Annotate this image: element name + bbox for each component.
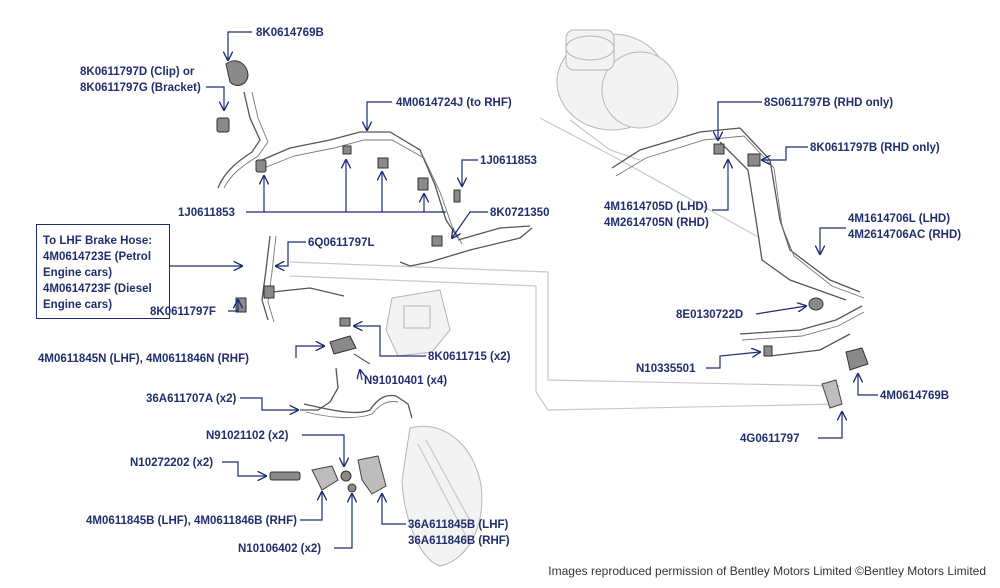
copyright-footer: Images reproduced permission of Bentley … xyxy=(548,564,986,578)
grommet-4M0614769B xyxy=(845,347,869,371)
bracket-4M0611845N xyxy=(329,335,357,355)
clip-6Q0611797L xyxy=(263,285,275,299)
clip-c xyxy=(377,157,389,169)
abs-unit-illustration xyxy=(385,289,451,357)
note-line: Engine cars) xyxy=(43,299,113,311)
lhf-brake-hose-note: To LHF Brake Hose: 4M0614723E (Petrol En… xyxy=(36,224,170,319)
clip-8K0611715 xyxy=(339,317,351,327)
label-4M1614706L: 4M1614706L (LHD) xyxy=(848,213,950,225)
label-4M2614705N: 4M2614705N (RHD) xyxy=(604,217,709,229)
label-N10106402: N10106402 (x2) xyxy=(238,543,321,555)
note-line: 4M0614723F (Diesel xyxy=(43,283,152,295)
brake-pipes-left xyxy=(217,91,533,419)
nut-N10106402 xyxy=(347,483,357,493)
bracket-4G0611797 xyxy=(821,379,843,409)
label-4G0611797: 4G0611797 xyxy=(740,433,799,445)
label-8E0130722D: 8E0130722D xyxy=(676,309,743,321)
label-36A611846B: 36A611846B (RHF) xyxy=(408,535,510,547)
bracket-36A611845B xyxy=(357,455,387,495)
note-line: 4M0614723E (Petrol xyxy=(43,251,152,263)
screw-N91010401 xyxy=(353,353,371,365)
label-1J0611853-right: 1J0611853 xyxy=(480,155,537,167)
label-8K0614769B: 8K0614769B xyxy=(256,27,324,39)
chassis-outline xyxy=(289,117,841,411)
label-4M1614705D: 4M1614705D (LHD) xyxy=(604,201,708,213)
label-8K0611715: 8K0611715 (x2) xyxy=(428,351,511,363)
label-4M0611845B: 4M0611845B (LHF), 4M0611846B (RHF) xyxy=(86,515,297,527)
clip-8S0611797B xyxy=(713,143,725,155)
label-8K0611797B: 8K0611797B (RHD only) xyxy=(810,142,940,154)
clip-b xyxy=(342,145,352,155)
brake-caliper-illustration xyxy=(401,425,483,567)
clip-8K0611797D xyxy=(216,117,230,133)
label-36A611707A: 36A611707A (x2) xyxy=(146,393,237,405)
clip-8E0130722D xyxy=(808,297,824,311)
label-6Q0611797L: 6Q0611797L xyxy=(308,237,375,249)
label-8K0611797F: 8K0611797F xyxy=(150,306,216,318)
label-8K0611797D: 8K0611797D (Clip) or xyxy=(80,66,195,78)
note-line: To LHF Brake Hose: xyxy=(43,235,153,247)
label-N10272202: N10272202 (x2) xyxy=(130,457,213,469)
bolt-N10272202 xyxy=(269,471,301,481)
note-line: Engine cars) xyxy=(43,267,113,279)
label-4M0614724J: 4M0614724J (to RHF) xyxy=(396,97,512,109)
small-parts xyxy=(216,60,869,495)
clip-N10335501 xyxy=(763,345,773,357)
leader-lines xyxy=(170,31,878,549)
brake-servo-illustration xyxy=(556,29,679,161)
grommet-8K0614769B xyxy=(225,60,249,86)
label-8S0611797B: 8S0611797B (RHD only) xyxy=(764,97,893,109)
label-N91010401: N91010401 (x4) xyxy=(364,375,447,387)
label-8K0611797G: 8K0611797G (Bracket) xyxy=(80,82,201,94)
brake-pipes-right xyxy=(611,127,865,357)
part-labels: 8K0614769B 8K0611797D (Clip) or 8K061179… xyxy=(38,27,961,555)
bracket-4M0611845B xyxy=(311,465,339,491)
clip-8K0611797B xyxy=(747,153,761,167)
nut-N91021102 xyxy=(340,470,352,482)
label-36A611845B: 36A611845B (LHF) xyxy=(408,519,509,531)
clip-a xyxy=(255,159,267,173)
clip-d xyxy=(417,177,429,191)
label-N91021102: N91021102 (x2) xyxy=(206,430,289,442)
label-4M2614706AC: 4M2614706AC (RHD) xyxy=(848,229,961,241)
label-N10335501: N10335501 xyxy=(636,363,696,375)
label-8K0721350: 8K0721350 xyxy=(490,207,549,219)
label-1J0611853-left: 1J0611853 xyxy=(178,207,235,219)
label-4M0614769B: 4M0614769B xyxy=(880,390,949,402)
bolt-1J0611853 xyxy=(453,189,461,203)
label-4M0611845N: 4M0611845N (LHF), 4M0611846N (RHF) xyxy=(38,353,249,365)
clip-e xyxy=(431,235,443,247)
